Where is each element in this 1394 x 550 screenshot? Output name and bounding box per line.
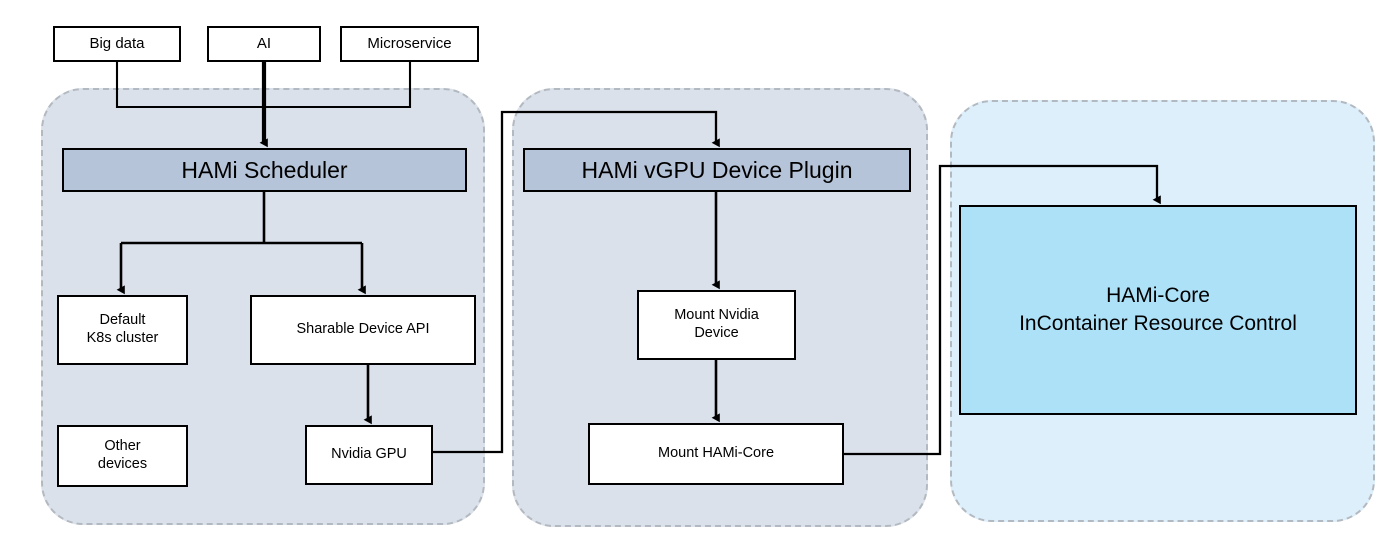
node-sharable-device-api[interactable]: Sharable Device API [250, 295, 476, 365]
node-other-devices-label: Other devices [97, 438, 148, 472]
edge-bigdata-to-scheduler [115, 62, 264, 109]
node-mount-nvidia-device[interactable]: Mount Nvidia Device [637, 290, 796, 360]
node-big-data[interactable]: Big data [53, 26, 181, 62]
node-nvidia-gpu[interactable]: Nvidia GPU [305, 425, 433, 485]
edge-mount-hami-core-to-hami-core [843, 164, 1161, 456]
node-hami-scheduler[interactable]: HAMi Scheduler [62, 148, 467, 192]
node-default-k8s-cluster[interactable]: Default K8s cluster [57, 295, 188, 365]
node-microservice[interactable]: Microservice [340, 26, 479, 62]
node-big-data-label: Big data [89, 34, 145, 52]
node-nvidia-gpu-label: Nvidia GPU [331, 446, 407, 463]
node-default-k8s-cluster-label: Default K8s cluster [86, 312, 159, 346]
node-ai-label: AI [256, 34, 272, 52]
node-mount-hami-core-label: Mount HAMi-Core [657, 445, 775, 462]
node-mount-nvidia-device-label: Mount Nvidia Device [674, 307, 759, 341]
node-other-devices[interactable]: Other devices [57, 425, 188, 487]
edge-microservice-to-scheduler [264, 62, 412, 109]
node-hami-scheduler-label: HAMi Scheduler [181, 156, 348, 183]
node-sharable-device-api-label: Sharable Device API [296, 321, 430, 338]
edge-nvidia-gpu-to-device-plugin [432, 110, 720, 454]
node-microservice-label: Microservice [367, 34, 452, 52]
node-ai[interactable]: AI [207, 26, 321, 62]
node-hami-vgpu-device-plugin-label: HAMi vGPU Device Plugin [581, 156, 853, 183]
node-hami-vgpu-device-plugin[interactable]: HAMi vGPU Device Plugin [523, 148, 911, 192]
node-hami-core-incontainer[interactable]: HAMi-Core InContainer Resource Control [959, 205, 1357, 415]
node-mount-hami-core[interactable]: Mount HAMi-Core [588, 423, 844, 485]
node-hami-core-incontainer-label: HAMi-Core InContainer Resource Control [1019, 284, 1297, 335]
